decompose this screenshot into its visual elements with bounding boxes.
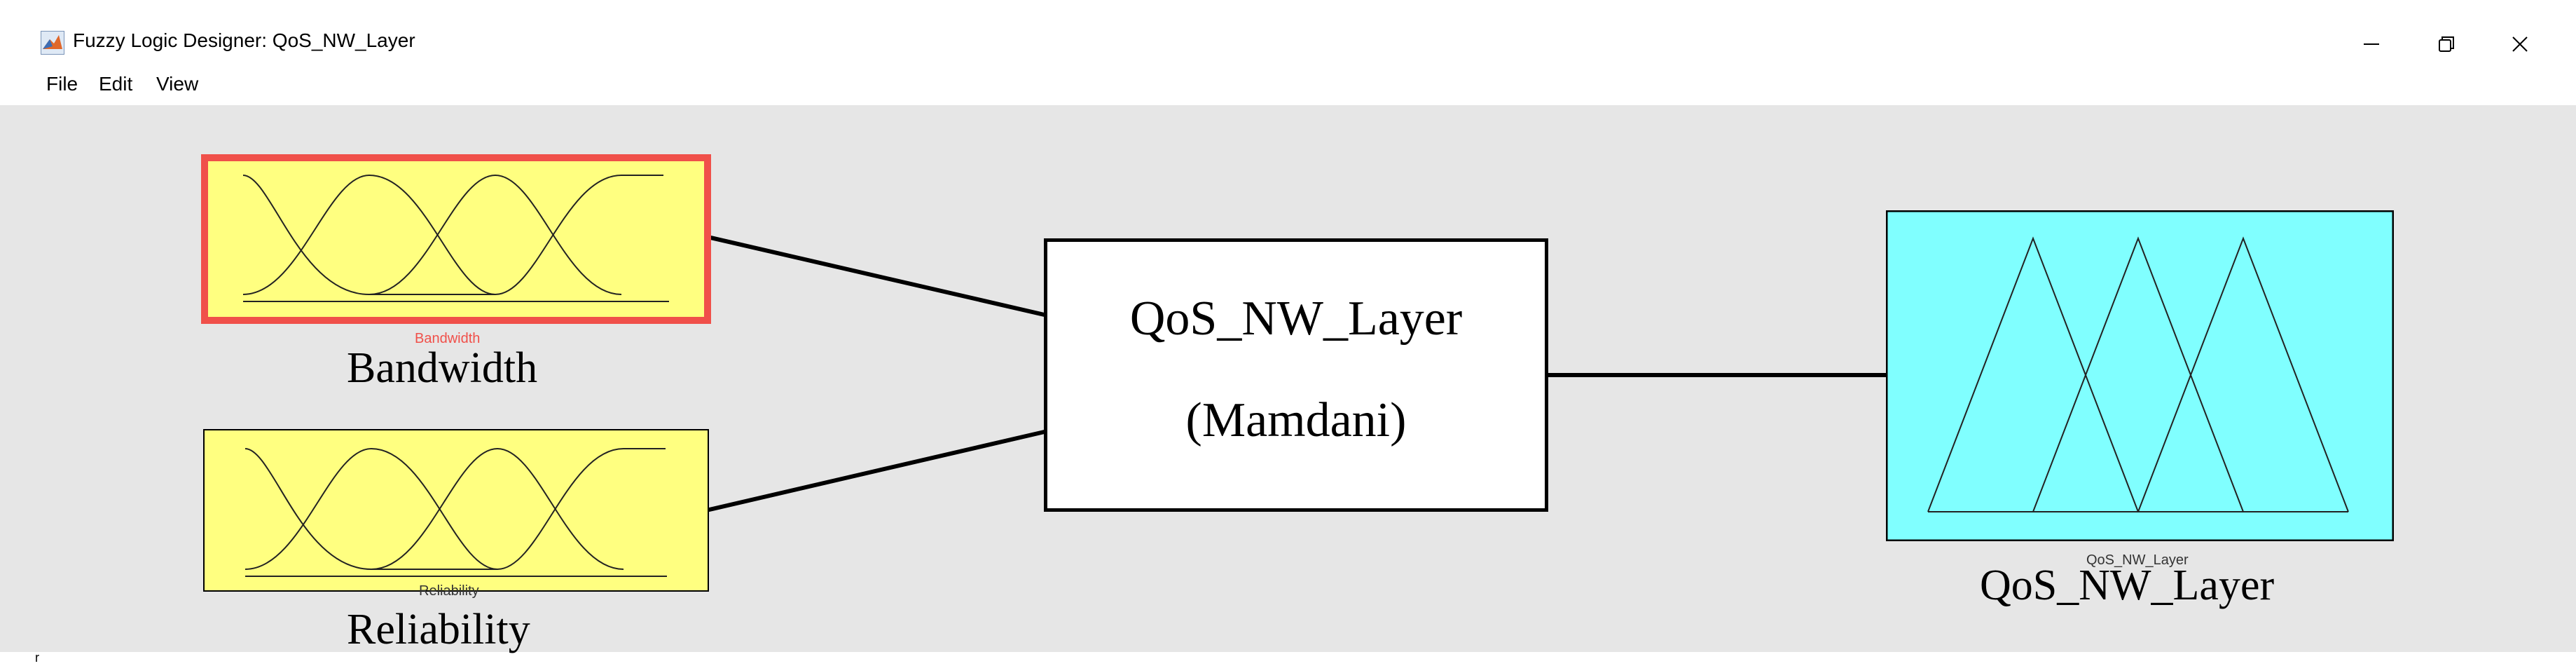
connection-lines	[705, 235, 1888, 512]
close-button[interactable]	[2495, 20, 2544, 69]
input-reliability-small-label: Reliability	[419, 583, 479, 599]
gaussian-mf-plot	[203, 429, 709, 592]
input-reliability-label: Reliability	[347, 606, 530, 653]
output-qos-label: QoS_NW_Layer	[1980, 562, 2275, 609]
system-name: QoS_NW_Layer	[1129, 292, 1463, 346]
connector-reliability	[705, 429, 1048, 512]
input-bandwidth-label: Bandwidth	[347, 344, 538, 392]
menu-file[interactable]: File	[46, 73, 78, 95]
output-qos-box[interactable]	[1886, 210, 2394, 541]
restore-button[interactable]	[2421, 20, 2470, 69]
fis-system-box[interactable]: QoS_NW_Layer (Mamdani)	[1044, 238, 1548, 512]
input-bandwidth-box[interactable]: Bandwidth	[201, 154, 711, 346]
menu-view[interactable]: View	[156, 73, 199, 95]
fis-diagram-canvas: Bandwidth Bandwidth Reliability Reliabil…	[0, 105, 2576, 653]
input-reliability-box[interactable]: Reliability	[203, 429, 709, 599]
close-icon	[2512, 36, 2528, 52]
output-qos-small-label: QoS_NW_Layer	[2086, 552, 2189, 568]
restore-icon	[2439, 36, 2454, 52]
gaussian-mf-plot	[201, 154, 711, 324]
matlab-logo-icon	[41, 31, 64, 55]
connector-bandwidth	[707, 235, 1048, 318]
window-title: Fuzzy Logic Designer: QoS_NW_Layer	[73, 29, 415, 51]
stray-text: r	[35, 651, 39, 665]
menu-bar: File Edit View	[0, 70, 2576, 104]
minimize-button[interactable]	[2347, 20, 2396, 69]
minimize-icon	[2364, 43, 2379, 45]
input-bandwidth-small-label: Bandwidth	[415, 331, 481, 346]
menu-edit[interactable]: Edit	[99, 73, 133, 95]
triangular-mf-plot	[1886, 210, 2394, 541]
title-bar: Fuzzy Logic Designer: QoS_NW_Layer	[0, 0, 2576, 70]
system-type: (Mamdani)	[1185, 393, 1407, 447]
